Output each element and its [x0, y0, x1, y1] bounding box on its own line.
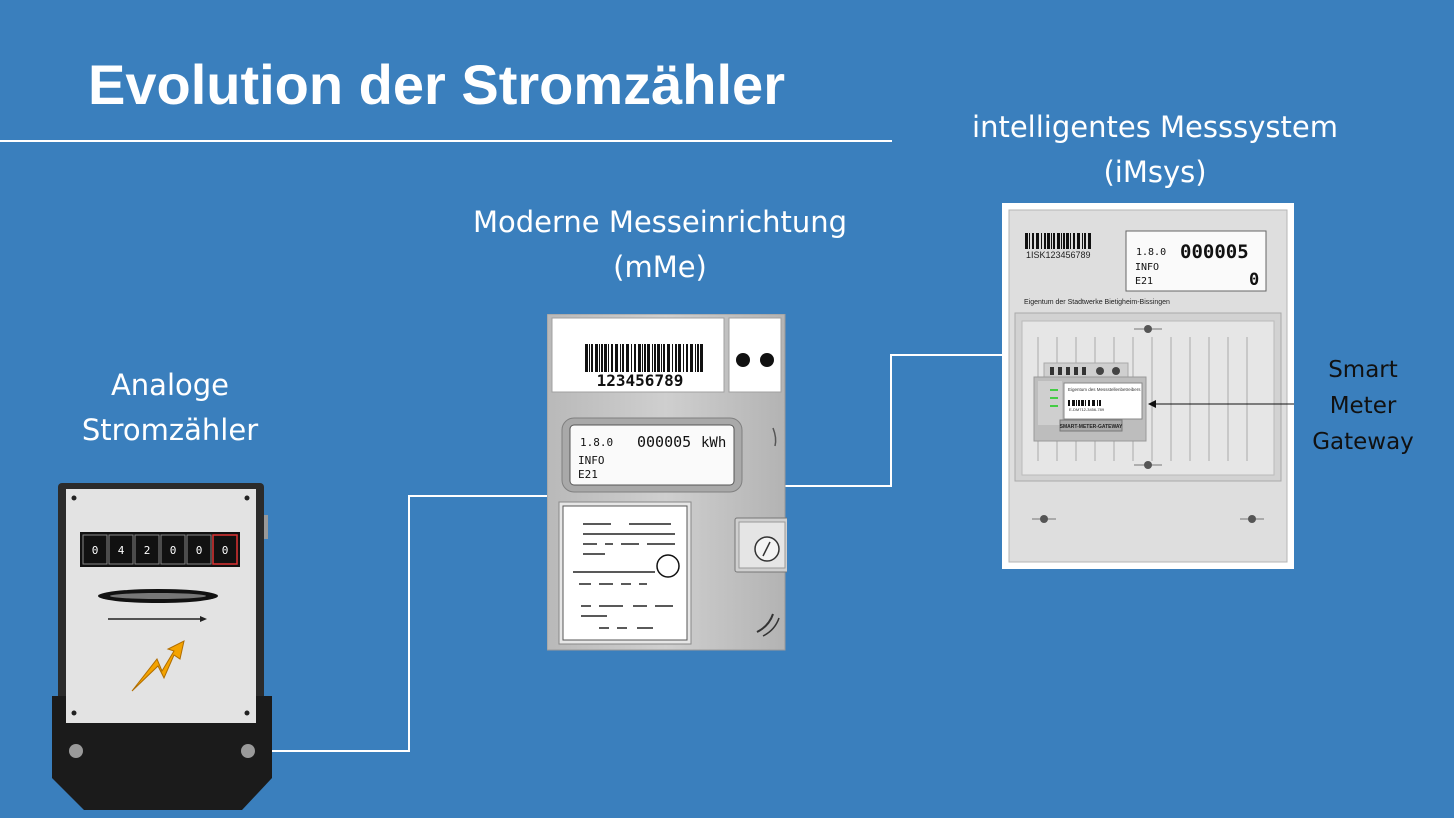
analog-label-line-2: Stromzähler: [81, 413, 259, 447]
mme-reading: 000005: [637, 433, 691, 451]
mme-code: E21: [578, 468, 598, 481]
imsys-gateway-owner: Eigentum des Messstellenbetreibers: [1068, 387, 1141, 392]
mme-obis: 1.8.0: [580, 436, 613, 449]
counter-digit: 0: [196, 544, 203, 557]
page-title: Evolution der Stromzähler: [88, 53, 785, 116]
counter-cell: [160, 534, 186, 565]
imsys-info: INFO: [1135, 262, 1159, 273]
counter-digit: 2: [144, 544, 151, 557]
imsys-obis: 1.8.0: [1136, 247, 1166, 258]
gateway-label-line-2: Meter: [1329, 393, 1397, 419]
imsys-label-line-2: (iMsys): [1103, 155, 1207, 189]
counter-cell: [212, 534, 238, 565]
title-divider: [0, 140, 892, 142]
counter-cell: [82, 534, 108, 565]
imsys-owner: Eigentum der Stadtwerke Bietigheim-Bissi…: [1024, 299, 1170, 306]
imsys-label: intelligentes Messsystem (iMsys): [940, 105, 1370, 195]
counter-cell: [108, 534, 134, 565]
analog-label-line-1: Analoge: [110, 368, 230, 402]
counter-digit: 4: [118, 544, 125, 557]
imsys-code: E21: [1135, 276, 1153, 287]
counter-digit: 0: [170, 544, 177, 557]
mme-label-line-2: (mMe): [613, 250, 707, 284]
mme-unit: kWh: [701, 435, 726, 451]
gateway-label-line-1: Smart: [1328, 357, 1398, 383]
imsys-meter: 1ISK123456789 1.8.0 000005 INFO E21 0 Ei…: [1002, 203, 1294, 569]
imsys-label-line-1: intelligentes Messsystem: [972, 110, 1338, 144]
analog-meter: 0 4 2 0 0 0: [52, 483, 272, 810]
mme-label-line-1: Moderne Messeinrichtung: [472, 205, 848, 239]
analog-meter-label: Analoge Stromzähler: [60, 363, 280, 453]
counter-cell: [186, 534, 212, 565]
imsys-gateway-name: SMART-METER-GATEWAY: [1060, 424, 1123, 430]
gateway-label-line-3: Gateway: [1312, 429, 1414, 455]
imsys-reading: 000005: [1180, 241, 1249, 263]
counter-digit: 0: [92, 544, 99, 557]
imsys-gateway-id: E-DM712-3456-789: [1069, 407, 1105, 412]
mme-label: Moderne Messeinrichtung (mMe): [440, 200, 880, 290]
imsys-power: 0: [1249, 270, 1259, 290]
mme-info: INFO: [578, 454, 605, 467]
counter-digit: 0: [222, 544, 229, 557]
mme-barcode-number: 123456789: [597, 371, 684, 390]
mme-meter: 123456789 1.8.0 000005 kWh INFO E21: [547, 314, 787, 651]
imsys-barcode-number: 1ISK123456789: [1026, 250, 1091, 260]
counter-cell: [134, 534, 160, 565]
gateway-label: Smart Meter Gateway: [1302, 352, 1424, 460]
